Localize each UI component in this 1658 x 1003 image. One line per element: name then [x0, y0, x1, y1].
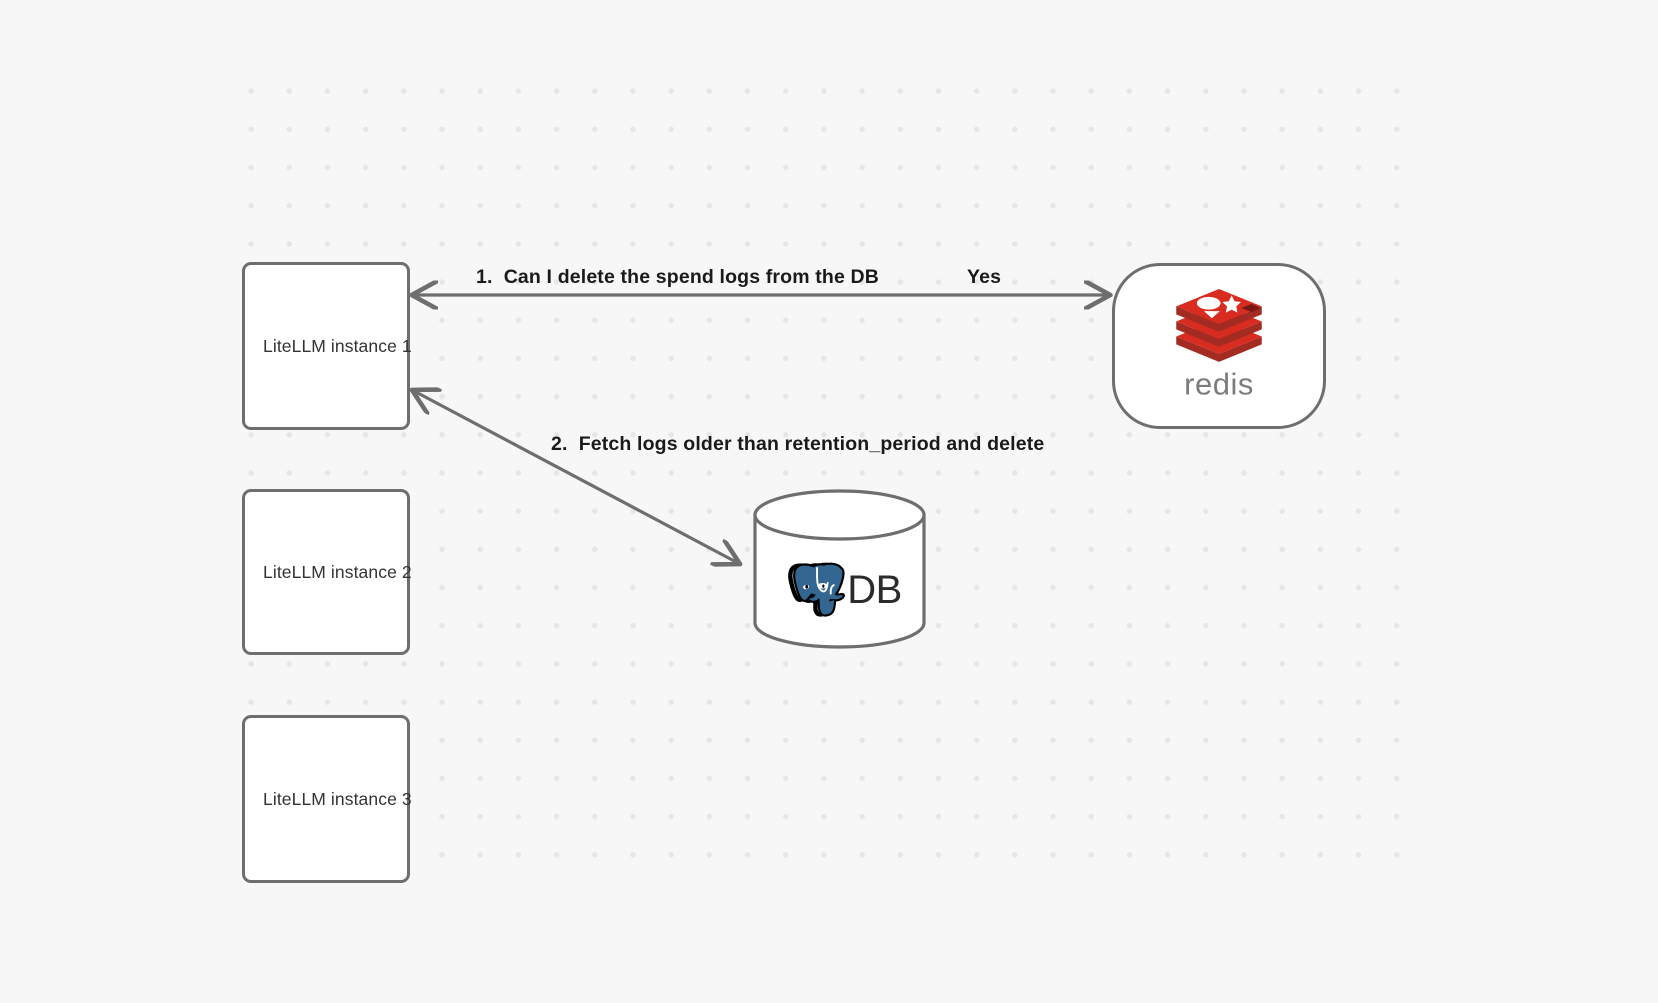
redis-logo-icon: [1176, 289, 1262, 362]
edge-label-1: 1. Can I delete the spend logs from the …: [476, 266, 880, 288]
node-litellm-instance-1[interactable]: LiteLLM instance 1: [242, 262, 412, 430]
svg-text:redis: redis: [1184, 367, 1254, 402]
node-litellm-instance-3-label: LiteLLM instance 3: [263, 788, 412, 809]
edge-label-2: 2. Fetch logs older than retention_perio…: [551, 433, 1045, 455]
database-label: DB: [847, 568, 902, 612]
redis-wordmark-text: redis: [1184, 367, 1254, 402]
node-litellm-instance-3[interactable]: LiteLLM instance 3: [242, 715, 412, 883]
node-litellm-instance-2-label: LiteLLM instance 2: [263, 561, 412, 582]
node-redis[interactable]: redis: [1112, 263, 1326, 429]
edge-litellm1-database: [414, 391, 738, 563]
node-litellm-instance-1-label: LiteLLM instance 1: [263, 335, 412, 356]
node-litellm-instance-2[interactable]: LiteLLM instance 2: [242, 489, 412, 655]
postgresql-elephant-icon: [788, 562, 846, 617]
edge-label-1-answer: Yes: [967, 266, 1002, 288]
node-database[interactable]: DB: [752, 489, 927, 649]
